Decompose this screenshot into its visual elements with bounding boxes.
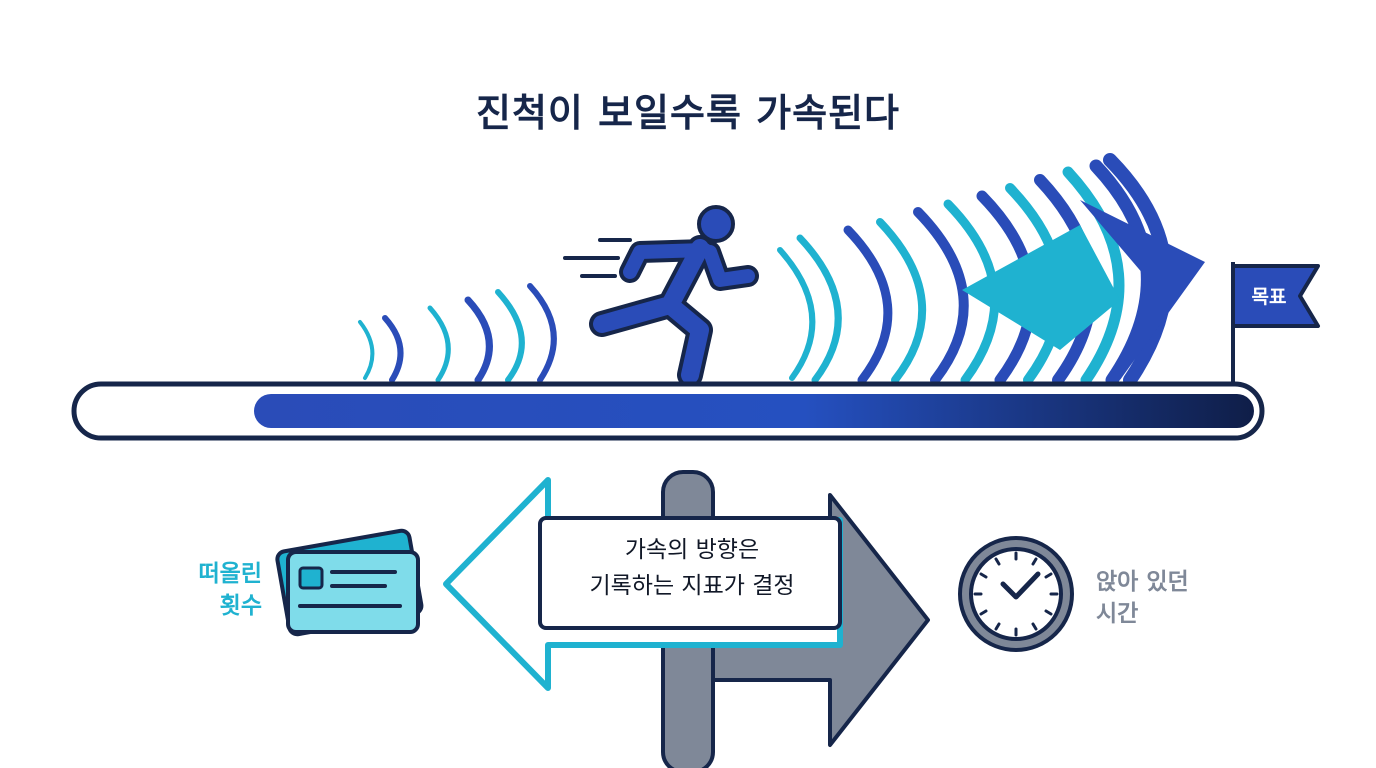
signpost-line-2: 기록하는 지표가 결정 — [589, 573, 795, 599]
signpost — [443, 470, 930, 768]
left-metric-line-2: 횟수 — [219, 593, 262, 619]
left-metric-line-1: 떠올린 — [198, 561, 262, 587]
right-metric-line-1: 앉아 있던 — [1096, 569, 1189, 595]
goal-flag-icon — [1231, 262, 1320, 384]
clock-icon — [958, 536, 1074, 652]
acceleration-arrowhead — [962, 200, 1205, 380]
cards-icon — [275, 528, 424, 637]
signpost-line-1: 가속의 방향은 — [624, 537, 760, 563]
progress-bar — [71, 381, 1265, 441]
signpost-text: 가속의 방향은 기록하는 지표가 결정 — [548, 532, 836, 604]
left-metric-label: 떠올린 횟수 — [150, 558, 262, 622]
runner-icon — [563, 205, 759, 388]
page-title: 진척이 보일수록 가속된다 — [475, 91, 901, 135]
right-metric-line-2: 시간 — [1096, 601, 1139, 627]
progress-fill — [254, 394, 1254, 428]
speed-waves-right — [777, 153, 1173, 387]
speed-waves-left — [358, 283, 557, 384]
goal-label: 목표 — [1251, 286, 1287, 308]
right-metric-label: 앉아 있던 시간 — [1096, 566, 1236, 630]
